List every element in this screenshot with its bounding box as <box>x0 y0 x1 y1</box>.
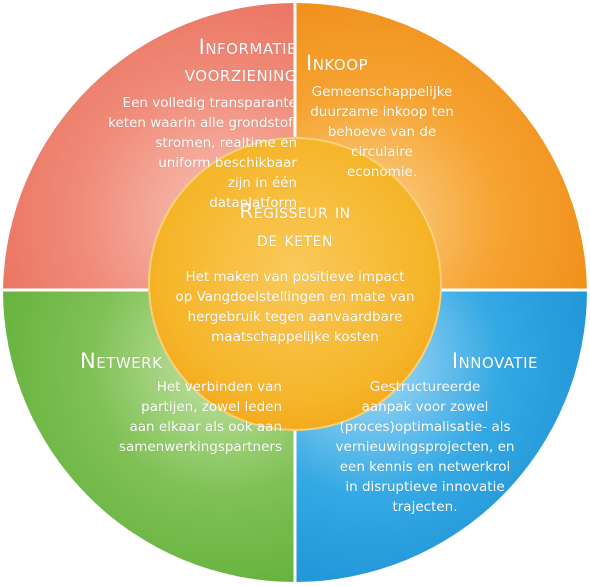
netwerk-block: Netwerk Het verbinden van partijen, zowe… <box>40 348 290 457</box>
informatie-voorziening-text: Een volledig transparante keten waarin a… <box>108 95 297 211</box>
netwerk-text: Het verbinden van partijen, zowel leden … <box>118 379 282 455</box>
regisseur-text: Het maken van positieve impact op Vangdo… <box>175 269 415 345</box>
regisseur-title: Regisseur in de keten <box>239 199 351 251</box>
innovatie-block: Innovatie Gestructureerde aanpak voor zo… <box>300 348 550 517</box>
informatie-voorziening-block: Informatie voorziening Een volledig tran… <box>70 34 305 213</box>
innovatie-text: Gestructureerde aanpak voor zowel (proce… <box>335 379 515 515</box>
inkoop-title: Inkoop <box>306 51 369 75</box>
inkoop-block: Inkoop Gemeenschappelijke duurzame inkoo… <box>302 50 512 182</box>
netwerk-title: Netwerk <box>80 349 163 373</box>
innovatie-title: Innovatie <box>451 349 538 373</box>
regisseur-block: Regisseur in de keten Het maken van posi… <box>150 197 440 347</box>
informatie-voorziening-title: Informatie voorziening <box>184 35 297 86</box>
inkoop-text: Gemeenschappelijke duurzame inkoop ten b… <box>310 84 454 180</box>
center-circle <box>148 137 442 431</box>
